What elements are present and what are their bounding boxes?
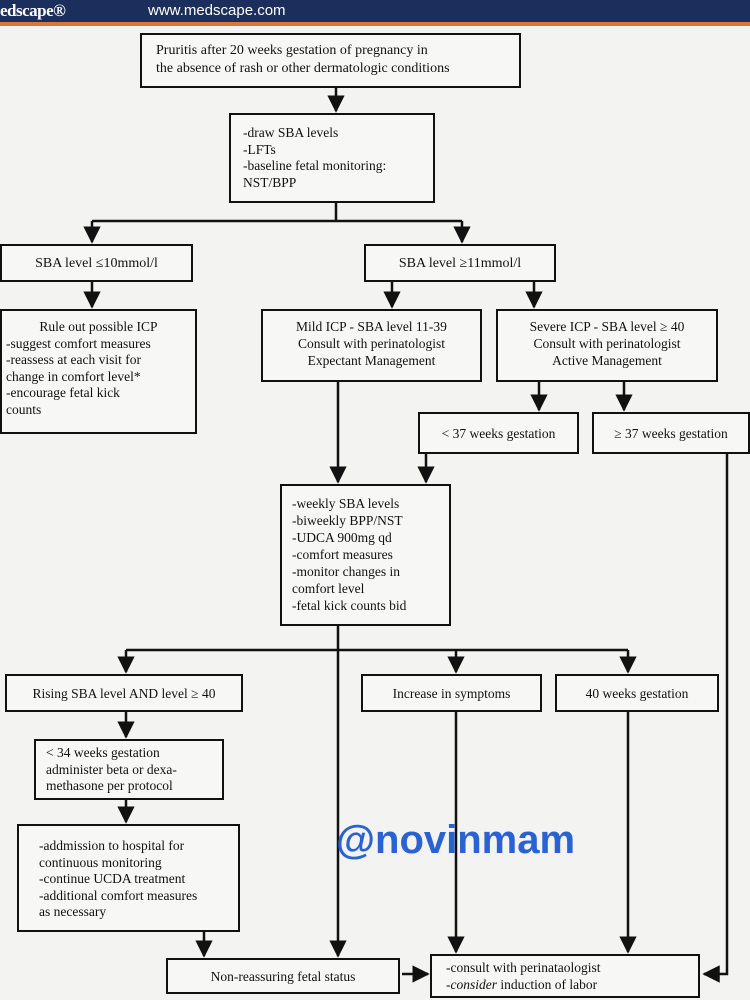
node-40-weeks: 40 weeks gestation [555, 674, 719, 712]
brand-logo: edscape® [0, 1, 66, 20]
node-mild-icp: Mild ICP - SBA level 11-39 Consult with … [261, 309, 482, 382]
node-increase: Increase in symptoms [361, 674, 542, 712]
node-lt34: < 34 weeks gestation administer beta or … [34, 739, 224, 800]
site-header [0, 0, 750, 22]
node-severe-icp: Severe ICP - SBA level ≥ 40 Consult with… [496, 309, 718, 382]
site-url: www.medscape.com [148, 2, 286, 19]
emphasis-consider: consider [450, 976, 498, 992]
node-weekly: -weekly SBA levels -biweekly BPP/NST -UD… [280, 484, 451, 626]
node-nonreassuring: Non-reassuring fetal status [166, 958, 400, 994]
node-rule-out: Rule out possible ICP -suggest comfort m… [0, 309, 197, 434]
node-sba-low: SBA level ≤10mmol/l [0, 244, 193, 282]
watermark-handle: @novinmam [336, 818, 576, 862]
arrow-ge37-to-consult [702, 454, 729, 983]
node-sba-high: SBA level ≥11mmol/l [364, 244, 556, 282]
node-consult: -consult with perinataologist -consider … [430, 954, 700, 998]
node-admission: -addmission to hospital for continuous m… [17, 824, 240, 932]
node-rising: Rising SBA level AND level ≥ 40 [5, 674, 243, 712]
node-pruritis: Pruritis after 20 weeks gestation of pre… [140, 33, 521, 88]
node-lt37: < 37 weeks gestation [418, 412, 579, 454]
node-draw-sba: -draw SBA levels -LFTs -baseline fetal m… [229, 113, 435, 203]
node-ge37: ≥ 37 weeks gestation [592, 412, 750, 454]
header-accent-bar [0, 22, 750, 26]
